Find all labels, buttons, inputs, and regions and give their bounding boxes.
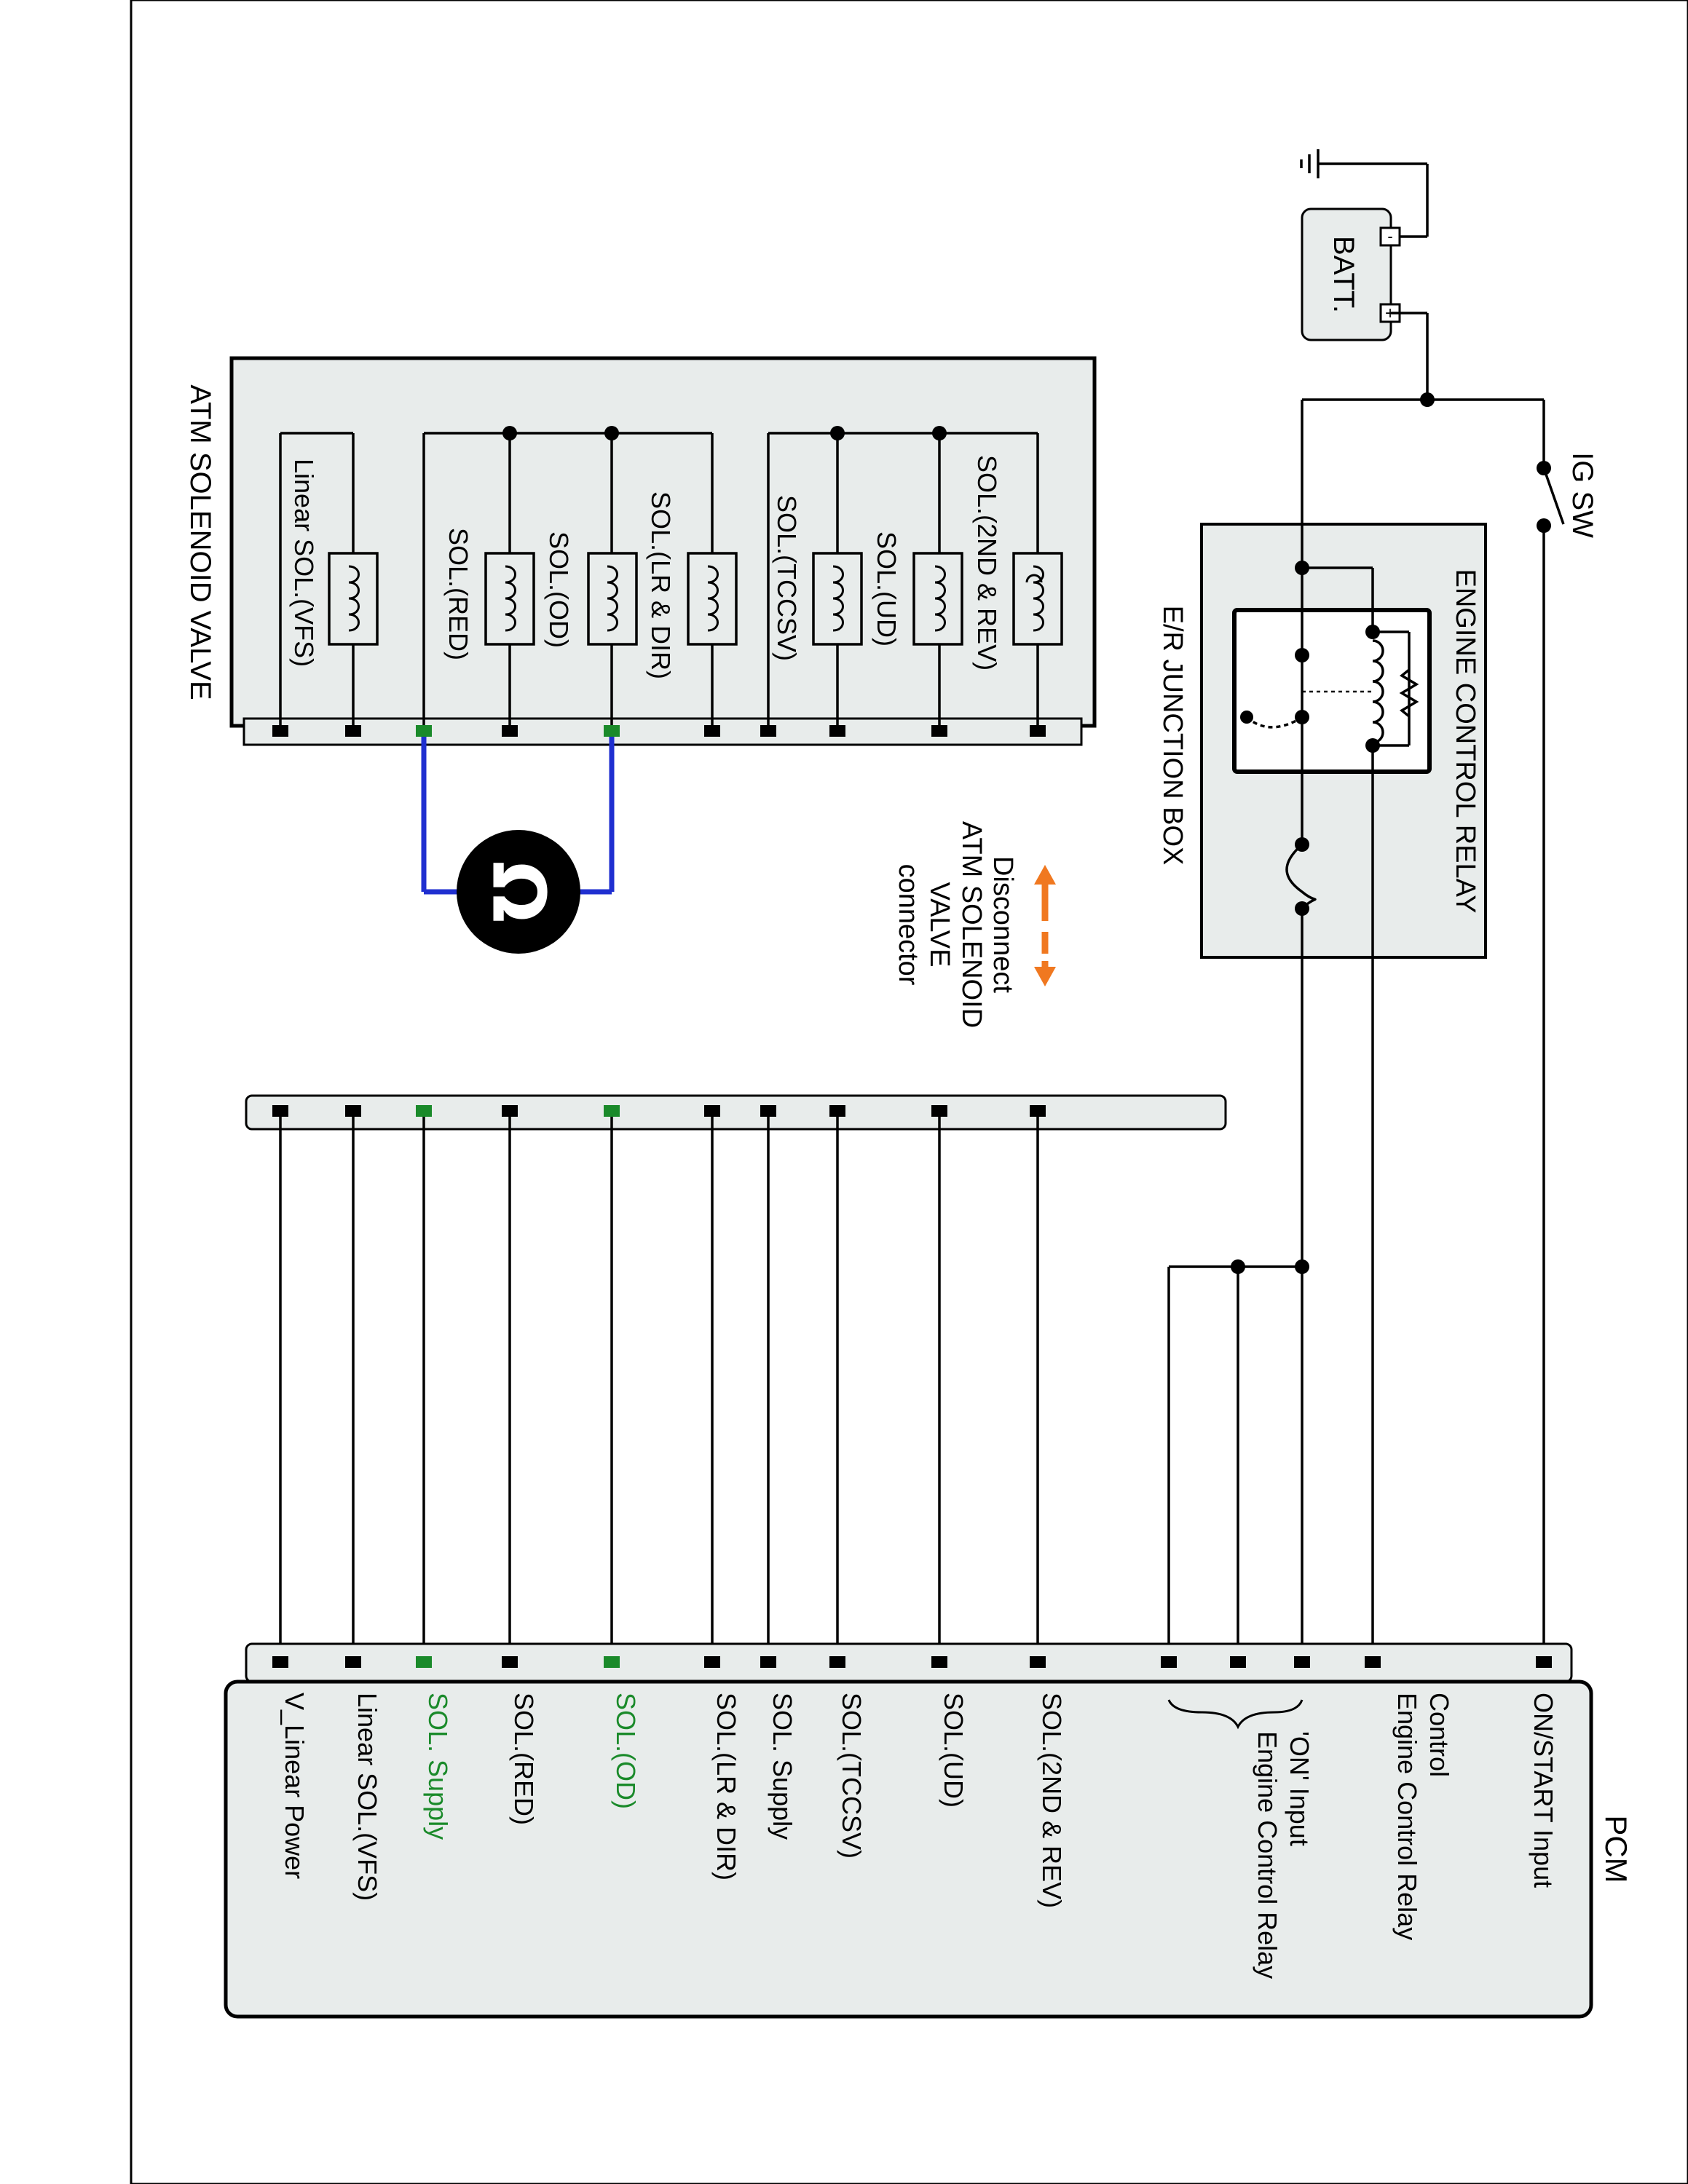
disconnect-note-line1: Disconnect [987, 856, 1018, 993]
pcm-pin-label: Engine Control Relay'ON' Input [1253, 1731, 1314, 1979]
connector-pin [502, 725, 518, 737]
battery-plus-label: + [1385, 304, 1395, 323]
connector-pin [829, 725, 845, 737]
page-frame [130, 0, 1688, 2184]
connector-pin [604, 1656, 620, 1668]
connector-pin [760, 725, 776, 737]
connector-pin [345, 1656, 361, 1668]
coil-winding-icon [348, 565, 360, 632]
er-junction-box: ENGINE CONTROL RELAY E/R JUNCTION BOX [1157, 400, 1487, 1663]
coil-winding-icon [505, 565, 516, 632]
connector-pin [704, 1105, 720, 1117]
pcm-pin-label: V_Linear Power [280, 1693, 309, 1879]
connector-pin [931, 725, 947, 737]
connector-pin [604, 1105, 620, 1117]
ohmmeter: Ω [421, 732, 615, 954]
disconnect-note-line2: ATM SOLENOID [956, 821, 987, 1028]
connector-pin [829, 1105, 845, 1117]
coil-winding-icon [832, 565, 844, 632]
ig-switch-label: IG SW [1566, 452, 1598, 538]
connector-pin [272, 1656, 288, 1668]
harness-wires [279, 1112, 1039, 1663]
connector-pin [416, 1105, 432, 1117]
connector-pin [416, 1656, 432, 1668]
er-junction-box-label: E/R JUNCTION BOX [1157, 606, 1188, 866]
harness-connector [245, 1094, 1227, 1131]
connector-pin [502, 1105, 518, 1117]
connector-pin [604, 725, 620, 737]
solenoid-label-linear-vfs: Linear SOL.(VFS) [289, 459, 319, 667]
coil-winding-icon [934, 565, 946, 632]
coil-winding-icon [1033, 565, 1044, 632]
connector-pin [1030, 725, 1046, 737]
connector-pin [1030, 1656, 1046, 1668]
disconnect-note-line3: VALVE [924, 882, 955, 968]
pcm-pin-label: Linear SOL.(VFS) [352, 1693, 382, 1901]
connector-pin [1030, 1105, 1046, 1117]
connector-pin [1161, 1656, 1177, 1668]
pcm-pin-label: SOL. Supply [423, 1693, 453, 1840]
ohm-symbol: Ω [476, 860, 561, 922]
coil-winding-icon [607, 565, 618, 632]
pcm-pin-label: SOL.(LR & DIR) [711, 1693, 741, 1880]
pcm-pin-label: Engine Control RelayControl [1392, 1693, 1454, 1940]
solenoid-label-ud: SOL.(UD) [872, 531, 902, 646]
pcm-module: PCM [224, 1642, 1633, 2019]
connector-pin [931, 1656, 947, 1668]
connector-pin [272, 1105, 288, 1117]
battery: - + BATT. [1300, 149, 1429, 341]
connector-pin [1536, 1656, 1552, 1668]
connector-pin [1365, 1656, 1381, 1668]
connector-pin [272, 725, 288, 737]
battery-label: BATT. [1328, 236, 1360, 313]
pcm-pin-label: SOL.(RED) [509, 1693, 539, 1825]
pcm-pin-label: ON/START Input [1529, 1693, 1558, 1888]
engine-control-relay-label: ENGINE CONTROL RELAY [1450, 569, 1480, 914]
arrow-up-icon [1034, 865, 1056, 885]
connector-pin [345, 1105, 361, 1117]
connector-pins [272, 725, 1552, 1668]
pcm-label: PCM [1599, 1815, 1633, 1883]
solenoid-label-2nd-rev: SOL.(2ND & REV) [972, 455, 1002, 670]
coil-winding-icon [707, 565, 719, 632]
pcm-pin-label: SOL.(OD) [611, 1693, 641, 1809]
connector-pin [931, 1105, 947, 1117]
solenoid-label-od: SOL.(OD) [544, 531, 574, 648]
disconnect-note-line4: connector [893, 864, 923, 986]
connector-pin [416, 725, 432, 737]
connector-pin [345, 725, 361, 737]
connector-pin [760, 1105, 776, 1117]
connector-pin [704, 1656, 720, 1668]
atm-solenoid-valve: ATM SOLENOID VALVE SOL.(2ND & [184, 356, 1097, 746]
pcm-pin-label: SOL.(TCCSV) [837, 1693, 867, 1859]
disconnect-note: Disconnect ATM SOLENOID VALVE connector [893, 821, 1056, 1028]
connector-pin [502, 1656, 518, 1668]
pcm-pin-label: SOL.(UD) [939, 1693, 969, 1808]
ig-switch: IG SW [1537, 400, 1598, 1663]
pcm-pin-label: SOL.(2ND & REV) [1037, 1693, 1067, 1908]
connector-pin [1294, 1656, 1310, 1668]
connector-pin [760, 1656, 776, 1668]
connector-pin [1230, 1656, 1246, 1668]
battery-minus-label: - [1387, 227, 1392, 245]
connector-pin [704, 725, 720, 737]
solenoid-label-lr-dir: SOL.(LR & DIR) [646, 491, 676, 679]
solenoid-label-tccsv: SOL.(TCCSV) [772, 495, 802, 661]
pcm-pin-label: SOL. Supply [768, 1693, 797, 1840]
arrow-down-icon [1034, 967, 1056, 986]
atm-solenoid-valve-label: ATM SOLENOID VALVE [184, 384, 216, 700]
solenoid-label-red: SOL.(RED) [443, 528, 473, 660]
connector-pin [829, 1656, 845, 1668]
pcm-pin-labels: ON/START Input Engine Control RelayContr… [280, 1693, 1558, 1979]
